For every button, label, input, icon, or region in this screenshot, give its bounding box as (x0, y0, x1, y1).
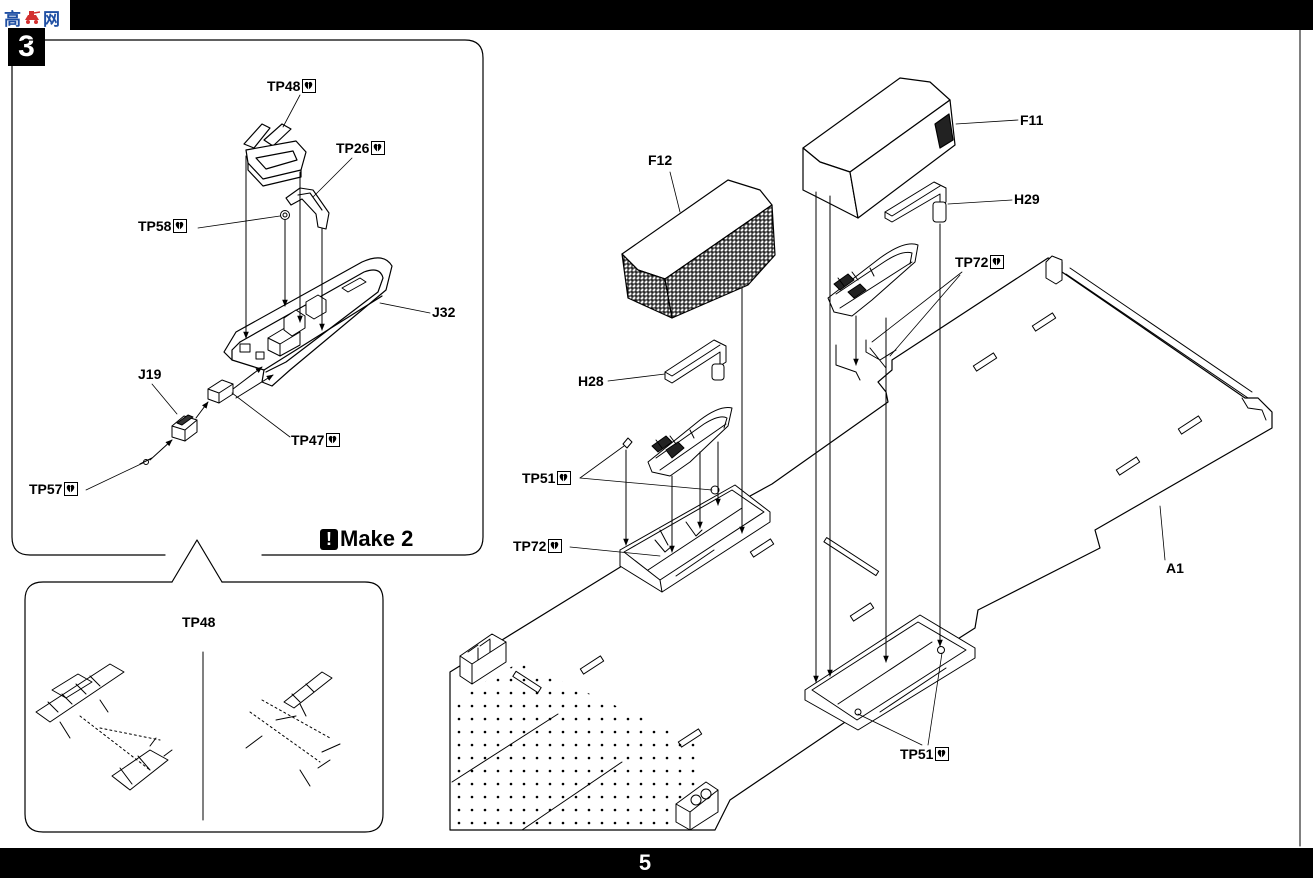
attention-mark: ! (320, 528, 338, 550)
label-text: J19 (138, 366, 162, 382)
j32-stern-fittings (239, 343, 265, 360)
label-text: TP72 (955, 254, 989, 270)
label-tp51-left: TP51 (522, 469, 572, 487)
a1-deck-seams (451, 713, 623, 831)
h28-davit-arm (664, 339, 727, 384)
label-tp48-detail: TP48 (182, 613, 215, 631)
rib-boat-right (827, 243, 919, 317)
label-tp72-bottom: TP72 (513, 537, 563, 555)
label-text: TP58 (138, 218, 172, 234)
label-text: F11 (1020, 112, 1044, 128)
label-text: J32 (432, 304, 456, 320)
tp48-etch-sheet-left (35, 663, 173, 791)
tp48-etch-sheet-right (245, 671, 341, 787)
main-leader-lines (569, 119, 1166, 746)
label-h28: H28 (578, 372, 604, 390)
label-text: A1 (1166, 560, 1184, 576)
photo-etch-icon (64, 482, 79, 496)
photo-etch-icon (935, 747, 950, 761)
label-text: TP47 (291, 432, 325, 448)
page-number: 5 (638, 850, 652, 875)
tp47-part (207, 379, 234, 404)
photo-etch-icon (371, 141, 386, 155)
label-tp51-bottom: TP51 (900, 745, 950, 763)
logo-icon (23, 9, 41, 25)
tp58-part (280, 210, 290, 220)
callout-pointer (171, 539, 223, 583)
a1-deck-rail (1065, 267, 1267, 421)
panel-1-leader-lines (85, 94, 431, 491)
j19-part (171, 414, 198, 442)
label-tp47: TP47 (291, 431, 341, 449)
tp57-part (139, 457, 153, 465)
label-text: TP48 (267, 78, 301, 94)
label-a1: A1 (1166, 559, 1184, 577)
photo-etch-icon (548, 539, 563, 553)
label-h29: H29 (1014, 190, 1040, 208)
label-tp48: TP48 (267, 77, 317, 95)
j32-console (267, 277, 367, 357)
tp48-windshield-frame (243, 123, 307, 187)
j32-rib-boat-hull (223, 257, 393, 387)
boat-cradle-plate-left (619, 484, 771, 593)
label-tp72-top: TP72 (955, 253, 1005, 271)
make-quantity-note: ! Make 2 (320, 526, 413, 552)
label-text: TP48 (182, 614, 216, 630)
make-quantity-text: Make 2 (340, 526, 414, 551)
label-text: TP51 (522, 470, 556, 486)
tp26-part (285, 187, 330, 230)
bottom-bar (0, 848, 1313, 878)
label-text: H28 (578, 373, 604, 389)
photo-etch-icon (173, 219, 188, 233)
f12-deckhouse-block (621, 179, 776, 319)
label-text: F12 (648, 152, 673, 168)
label-text: TP72 (513, 538, 547, 554)
logo-char-right: 网 (43, 9, 60, 30)
photo-etch-icon (302, 79, 317, 93)
h29-davit-arm (884, 181, 947, 223)
top-bar (0, 0, 1313, 30)
deck-winch-fitting (675, 781, 719, 831)
label-text: TP26 (336, 140, 370, 156)
label-tp57: TP57 (29, 480, 79, 498)
tp51-parts (622, 437, 945, 716)
label-f12: F12 (648, 151, 672, 169)
boat-cradle-plate-right (804, 614, 976, 731)
panel-2-border (24, 581, 384, 833)
deck-bollard-fitting (459, 633, 507, 685)
label-text: TP51 (900, 746, 934, 762)
label-tp58: TP58 (138, 217, 188, 235)
label-j32: J32 (432, 303, 455, 321)
rib-boat-left (647, 407, 733, 477)
panel-1-border (11, 39, 484, 556)
photo-etch-icon (990, 255, 1005, 269)
label-j19: J19 (138, 365, 161, 383)
site-logo: 高 网 (0, 0, 70, 34)
f11-roof-canopy (802, 77, 956, 219)
photo-etch-icon (557, 471, 572, 485)
logo-char-left: 高 (4, 9, 21, 30)
main-assembly-arrows (623, 191, 943, 683)
a1-bow-block (1045, 255, 1063, 285)
label-text: TP57 (29, 481, 63, 497)
label-text: H29 (1014, 191, 1040, 207)
panel-1-assembly-arrows (149, 155, 325, 461)
label-f11: F11 (1020, 111, 1043, 129)
photo-etch-icon (326, 433, 341, 447)
tp72-cradle-chocks-right (835, 339, 897, 381)
step-number: 3 (8, 28, 45, 66)
label-tp26: TP26 (336, 139, 386, 157)
